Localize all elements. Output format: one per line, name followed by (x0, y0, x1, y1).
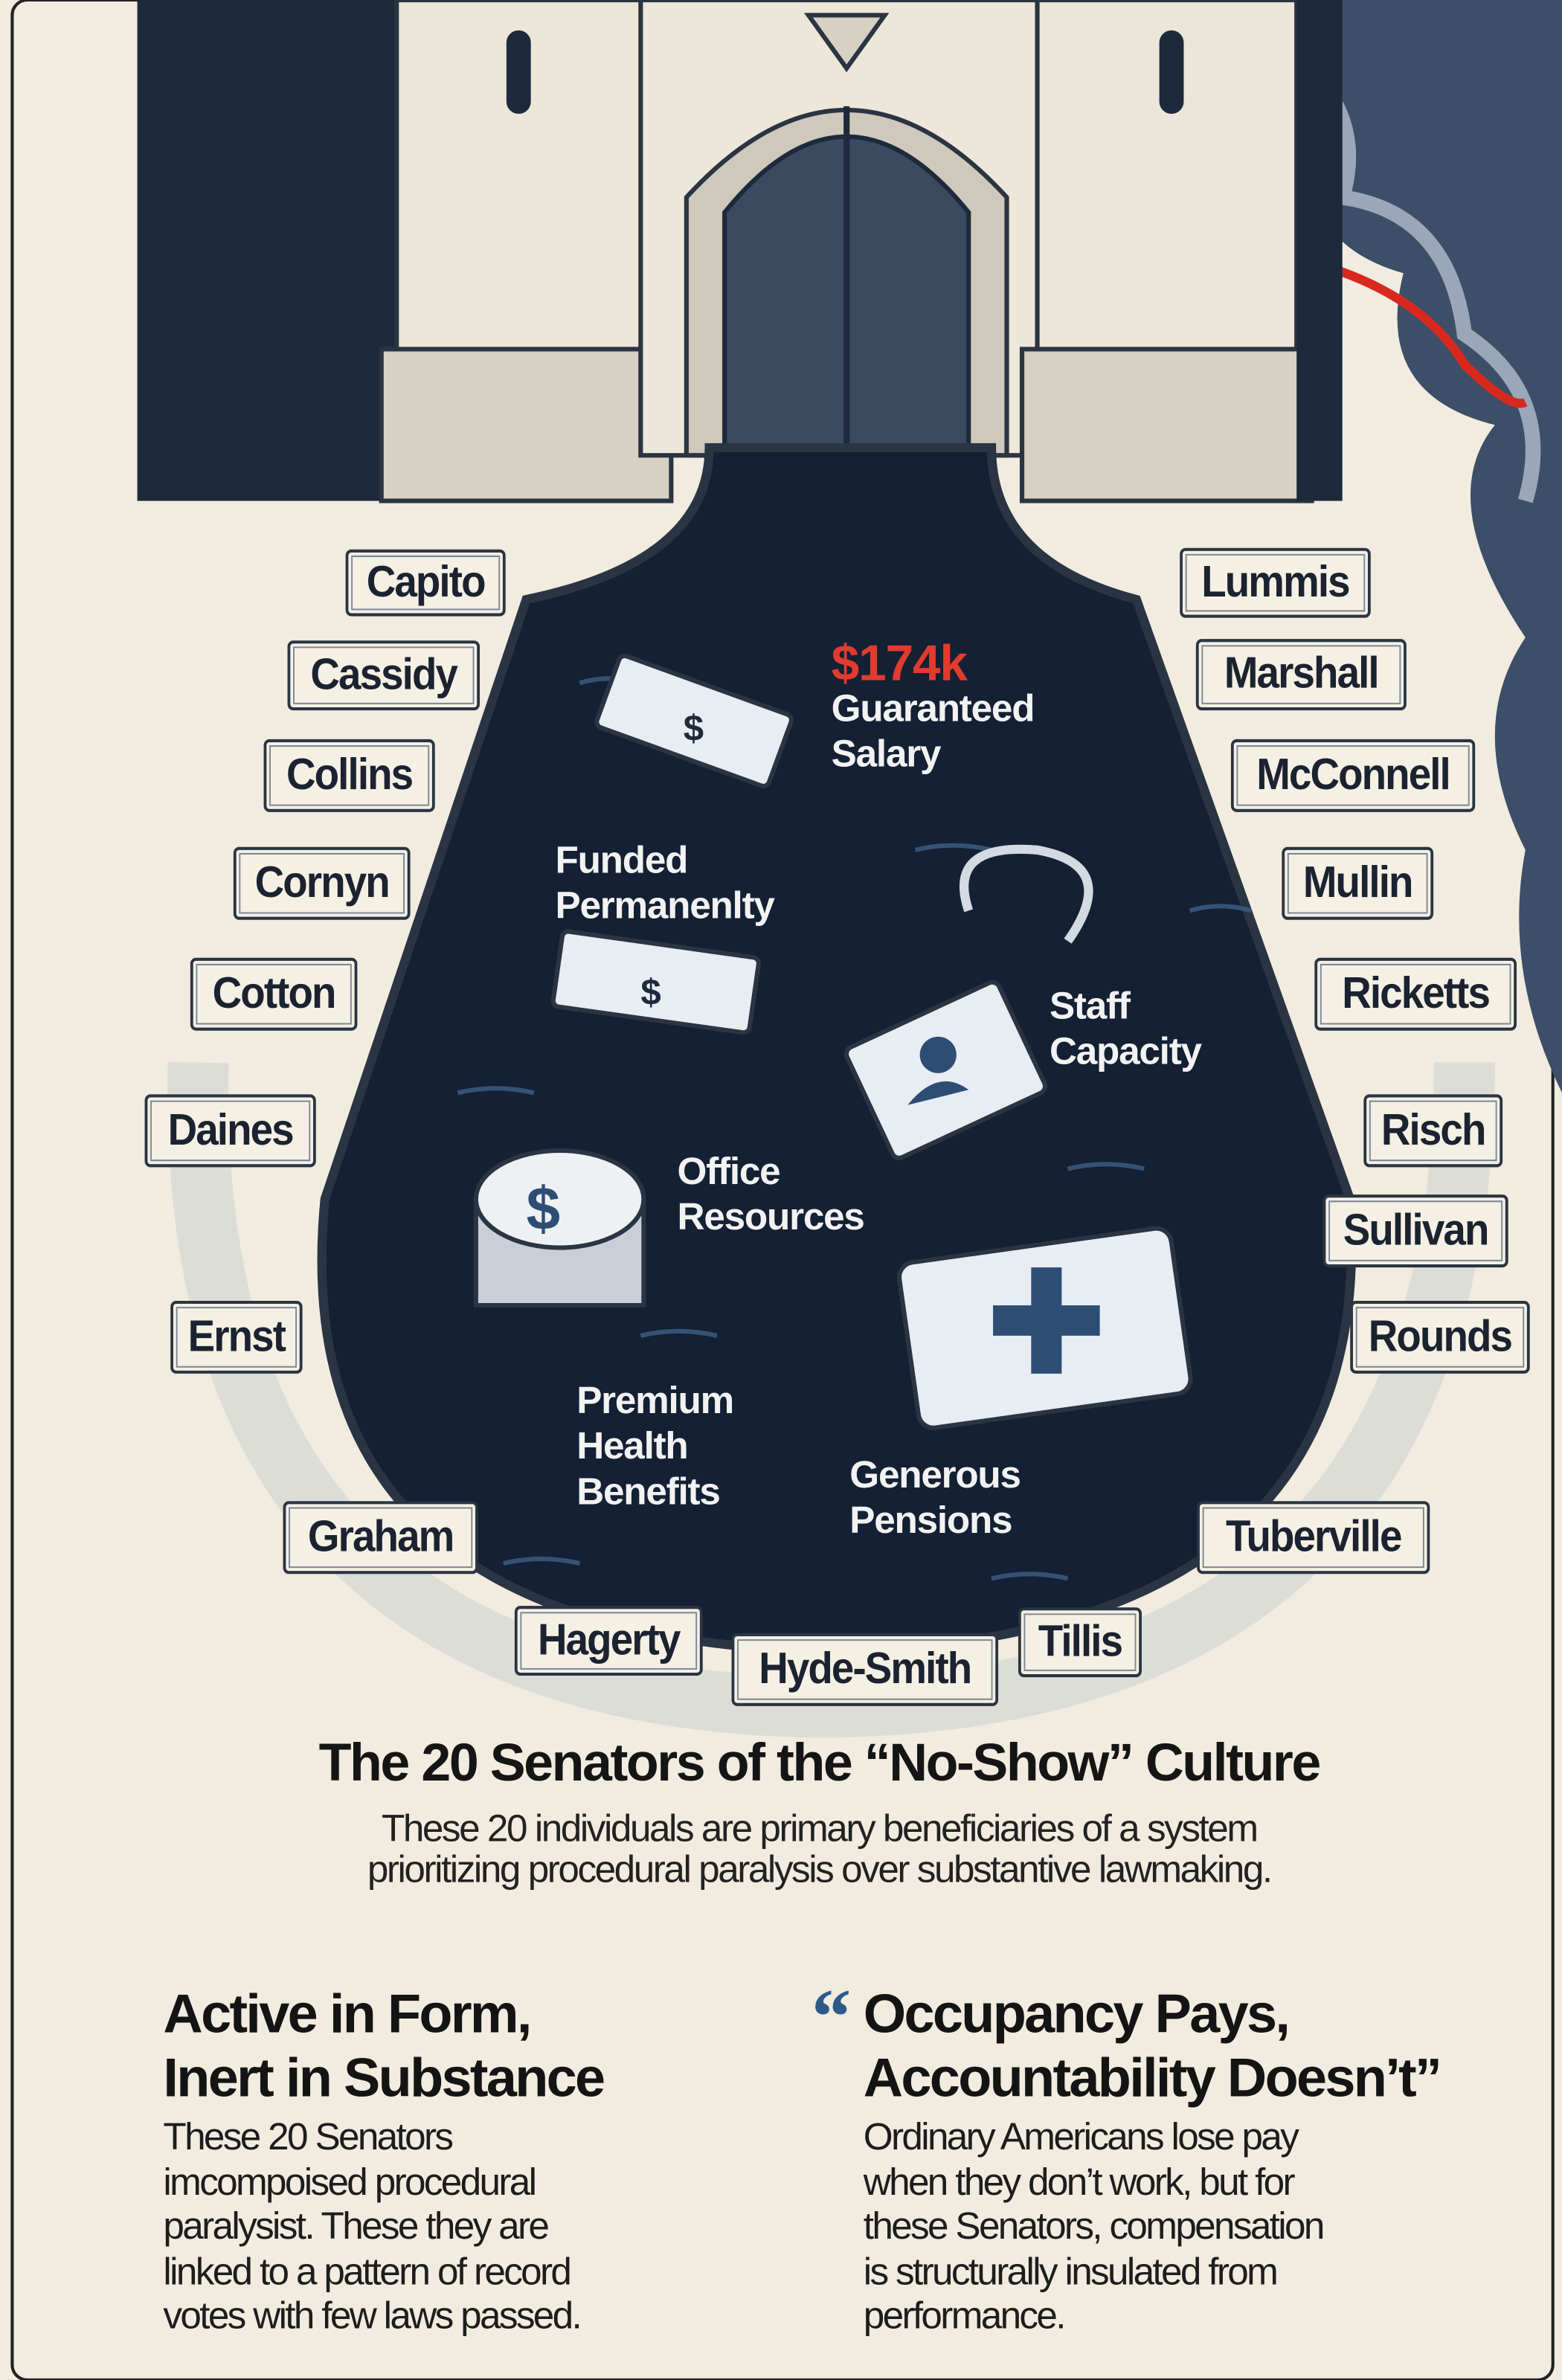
subtitle-line: prioritizing procedural paralysis over s… (367, 1848, 1273, 1891)
right-body-line: when they don’t work, but for (863, 2161, 1296, 2204)
left-body-line: linked to a pattern of record (163, 2250, 572, 2293)
health-text: Benefits (576, 1470, 721, 1514)
left-body-line: paralysist. These they are (163, 2205, 549, 2248)
senator-plaque-sullivan: Sullivan (1322, 1194, 1508, 1268)
senator-plaque-marshall: Marshall (1195, 639, 1407, 711)
id-badge-icon (843, 844, 1093, 1160)
office-text: Office (677, 1150, 781, 1194)
left-body-line: These 20 Senators (163, 2115, 454, 2159)
right-body-line: these Senators, compensation (863, 2205, 1325, 2248)
svg-text:$: $ (527, 1175, 561, 1243)
left-heading-line: Inert in Substance (163, 2045, 605, 2109)
senator-plaque-hagerty: Hagerty (514, 1606, 703, 1676)
medical-kit-icon (896, 1226, 1193, 1430)
staff-text: Staff (1049, 985, 1131, 1028)
senator-plaque-capito: Capito (345, 549, 506, 617)
health-text: Premium (576, 1380, 734, 1423)
staff-text: Capacity (1049, 1030, 1202, 1073)
right-body-line: performance. (863, 2294, 1067, 2338)
subtitle: These 20 individuals are primary benefic… (0, 1807, 1562, 1891)
right-body: Ordinary Americans lose pay when they do… (863, 2115, 1325, 2340)
right-body-line: Ordinary Americans lose pay (863, 2115, 1299, 2159)
pension-text: Generous (849, 1454, 1021, 1497)
pension-text: Pensions (849, 1499, 1012, 1543)
right-body-line: is structurally insulated from (863, 2250, 1279, 2293)
right-heading: Occupancy Pays,Accountability Doesn’t” (863, 1982, 1442, 2109)
salary-text: Salary (831, 733, 942, 776)
svg-text:$: $ (684, 709, 704, 749)
funded-text: Funded (555, 839, 688, 882)
left-body: These 20 Senators imcompoised procedural… (163, 2115, 582, 2340)
subtitle-line: These 20 individuals are primary benefic… (381, 1807, 1259, 1850)
left-body-line: imcompoised procedural (163, 2161, 537, 2204)
senator-plaque-lummis: Lummis (1180, 547, 1371, 618)
funded-text: Permanenlty (555, 884, 774, 927)
salary-text: Guaranteed (831, 687, 1035, 730)
left-body-line: votes with few laws passed. (163, 2294, 582, 2338)
senator-plaque-cotton: Cotton (190, 957, 358, 1031)
quote-mark-icon: “ (811, 1975, 852, 2062)
senator-plaque-ricketts: Ricketts (1314, 957, 1517, 1031)
senator-plaque-rounds: Rounds (1350, 1300, 1530, 1374)
left-heading: Active in Form,Inert in Substance (163, 1982, 605, 2109)
senator-plaque-cassidy: Cassidy (287, 640, 481, 711)
page-title: The 20 Senators of the “No-Show” Culture (318, 1733, 1322, 1793)
senator-plaque-tuberville: Tuberville (1197, 1501, 1430, 1575)
cash-bundle-icon: $ (550, 929, 761, 1035)
senator-plaque-mcconnell: McConnell (1230, 739, 1476, 812)
senator-plaque-mullin: Mullin (1282, 846, 1434, 920)
senator-plaque-tillis: Tillis (1018, 1607, 1142, 1678)
office-text: Resources (677, 1196, 865, 1239)
left-heading-line: Active in Form, (163, 1982, 532, 2045)
senator-plaque-daines: Daines (144, 1094, 316, 1168)
senator-plaque-collins: Collins (263, 739, 435, 812)
senator-plaque-graham: Graham (283, 1501, 478, 1575)
senator-plaque-risch: Risch (1363, 1094, 1503, 1168)
castle (137, 0, 1343, 504)
senator-plaque-ernst: Ernst (170, 1300, 303, 1374)
right-heading-line: Occupancy Pays, (863, 1982, 1291, 2045)
cash-stack-icon: $ (594, 653, 794, 788)
senator-plaque-cornyn: Cornyn (233, 846, 411, 920)
health-text: Health (576, 1425, 689, 1468)
svg-text:$: $ (640, 973, 661, 1013)
coin-stack-icon: $ (473, 1148, 646, 1308)
salary-amount: $174k (831, 634, 968, 691)
right-heading-line: Accountability Doesn’t” (863, 2045, 1442, 2109)
senator-plaque-hyde-smith: Hyde-Smith (731, 1633, 999, 1706)
